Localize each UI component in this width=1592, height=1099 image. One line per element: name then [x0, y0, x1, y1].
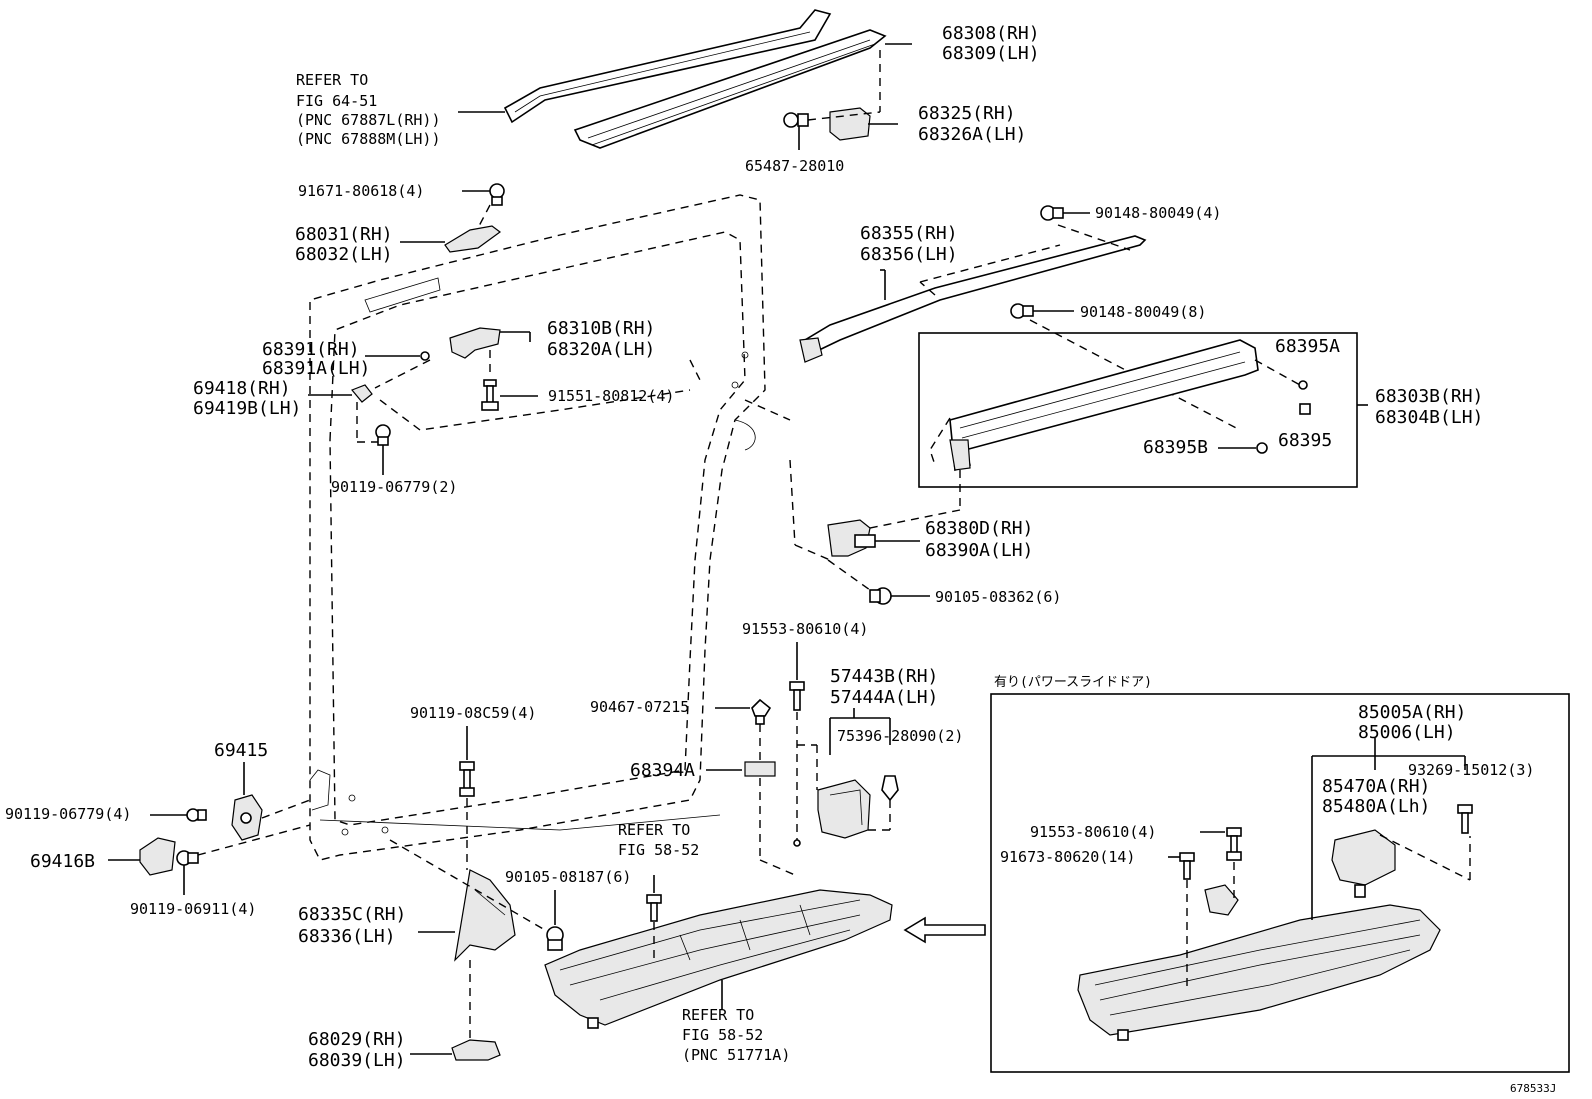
plate-69416B [139, 837, 176, 876]
bolt-93269 [1457, 804, 1473, 834]
bracket-57443 [817, 779, 871, 839]
hinge-68310 [449, 327, 501, 359]
label-85480: 85480A(Lh) [1322, 796, 1430, 817]
label-90119-d: 90119-06911(4) [130, 900, 256, 918]
cover-69415 [231, 794, 263, 841]
stopper-68394A [744, 761, 776, 777]
label-69418: 69418(RH) [193, 378, 291, 399]
bolt-90105-b [546, 926, 564, 951]
label-68391A: 68391A(LH) [262, 358, 370, 379]
label-85470: 85470A(RH) [1322, 776, 1430, 797]
power-slide-box [990, 693, 1570, 1073]
bolt-90119-b [459, 761, 475, 797]
bolt-90119-a [375, 424, 391, 475]
label-68309: 68309(LH) [942, 43, 1040, 64]
label-figure-code: 678533J [1510, 1082, 1556, 1095]
label-57443: 57443B(RH) [830, 666, 938, 687]
label-68039: 68039(LH) [308, 1050, 406, 1071]
label-68032: 68032(LH) [295, 244, 393, 265]
label-68395B: 68395B [1143, 437, 1208, 458]
label-pnc-51771: (PNC 51771A) [682, 1046, 790, 1064]
bolt-91551 [481, 379, 499, 411]
label-68031: 68031(RH) [295, 224, 393, 245]
bracket-68325 [829, 107, 898, 141]
bolt-90148-b [1010, 303, 1034, 319]
label-fig-5852-b: FIG 58-52 [682, 1026, 763, 1044]
label-68395A: 68395A [1275, 336, 1340, 357]
label-90467: 90467-07215 [590, 698, 689, 716]
label-69416B: 69416B [30, 851, 95, 872]
bolt-91553-b [1226, 827, 1242, 861]
clip-69418 [351, 384, 373, 403]
bracket-68031 [444, 225, 502, 253]
bolt-90119-d [176, 850, 199, 866]
label-68325: 68325(RH) [918, 103, 1016, 124]
label-68356: 68356(LH) [860, 244, 958, 265]
bolt-91671 [489, 183, 505, 206]
label-75396: 75396-28090(2) [837, 727, 963, 745]
door-frame [309, 194, 766, 861]
label-91553-a: 91553-80610(4) [742, 620, 868, 638]
label-65487: 65487-28010 [745, 157, 844, 175]
label-68320: 68320A(LH) [547, 339, 655, 360]
label-68310: 68310B(RH) [547, 318, 655, 339]
clip-65487 [783, 112, 809, 150]
label-68355: 68355(RH) [860, 223, 958, 244]
label-68380: 68380D(RH) [925, 518, 1033, 539]
hinge-68029 [451, 1039, 501, 1061]
lower-rail-assembly [544, 889, 893, 1029]
label-68390: 68390A(LH) [925, 540, 1033, 561]
label-68304: 68304B(LH) [1375, 407, 1483, 428]
clip-75396 [881, 775, 899, 802]
label-68394A: 68394A [630, 760, 695, 781]
label-85005: 85005A(RH) [1358, 702, 1466, 723]
label-57444: 57444A(LH) [830, 687, 938, 708]
latch-68335 [454, 869, 516, 962]
label-91673: 91673-80620(14) [1000, 848, 1135, 866]
label-68303: 68303B(RH) [1375, 386, 1483, 407]
center-rail-68355 [799, 235, 1147, 363]
label-pnc-67888: (PNC 67888M(LH)) [296, 130, 441, 148]
label-68335: 68335C(RH) [298, 904, 406, 925]
label-pnc-67887: (PNC 67887L(RH)) [296, 111, 441, 129]
label-68336: 68336(LH) [298, 926, 396, 947]
bolt-91553-lower [646, 894, 662, 922]
bolt-91553-a [789, 681, 805, 711]
label-68395: 68395 [1278, 430, 1332, 451]
label-refer-5852-b: REFER TO [682, 1006, 754, 1024]
label-fig-6451: FIG 64-51 [296, 92, 377, 110]
label-90119-a: 90119-06779(2) [331, 478, 457, 496]
label-91551: 91551-80812(4) [548, 387, 674, 405]
bolt-90148-a [1040, 205, 1064, 221]
hinge-68380 [827, 519, 876, 557]
label-90105-b: 90105-08187(6) [505, 868, 631, 886]
upper-rail-67887 [503, 9, 832, 124]
label-refer-6451: REFER TO [296, 71, 368, 89]
label-90119-b: 90119-08C59(4) [410, 704, 536, 722]
label-90148-b: 90148-80049(8) [1080, 303, 1206, 321]
label-refer-5852-a: REFER TO [618, 821, 690, 839]
label-68326: 68326A(LH) [918, 124, 1026, 145]
label-93269: 93269-15012(3) [1408, 761, 1534, 779]
label-90119-c: 90119-06779(4) [5, 805, 131, 823]
bolt-91673 [1179, 852, 1195, 880]
box-68303 [918, 332, 1368, 488]
label-68308: 68308(RH) [942, 23, 1040, 44]
nut-90467 [751, 698, 772, 725]
label-68391: 68391(RH) [262, 339, 360, 360]
label-85006: 85006(LH) [1358, 722, 1456, 743]
bolt-90119-c [186, 808, 207, 822]
label-fig-5852-a: FIG 58-52 [618, 841, 699, 859]
label-69419: 69419B(LH) [193, 398, 301, 419]
label-90148-a: 90148-80049(4) [1095, 204, 1221, 222]
bolt-90105-a [869, 587, 892, 605]
label-68029: 68029(RH) [308, 1029, 406, 1050]
label-69415: 69415 [214, 740, 268, 761]
label-91553-b: 91553-80610(4) [1030, 823, 1156, 841]
label-91671: 91671-80618(4) [298, 182, 424, 200]
upper-rail-68308 [573, 29, 887, 149]
label-power-slide: 有り(パワースライドドア) [994, 675, 1152, 690]
label-90105-a: 90105-08362(6) [935, 588, 1061, 606]
